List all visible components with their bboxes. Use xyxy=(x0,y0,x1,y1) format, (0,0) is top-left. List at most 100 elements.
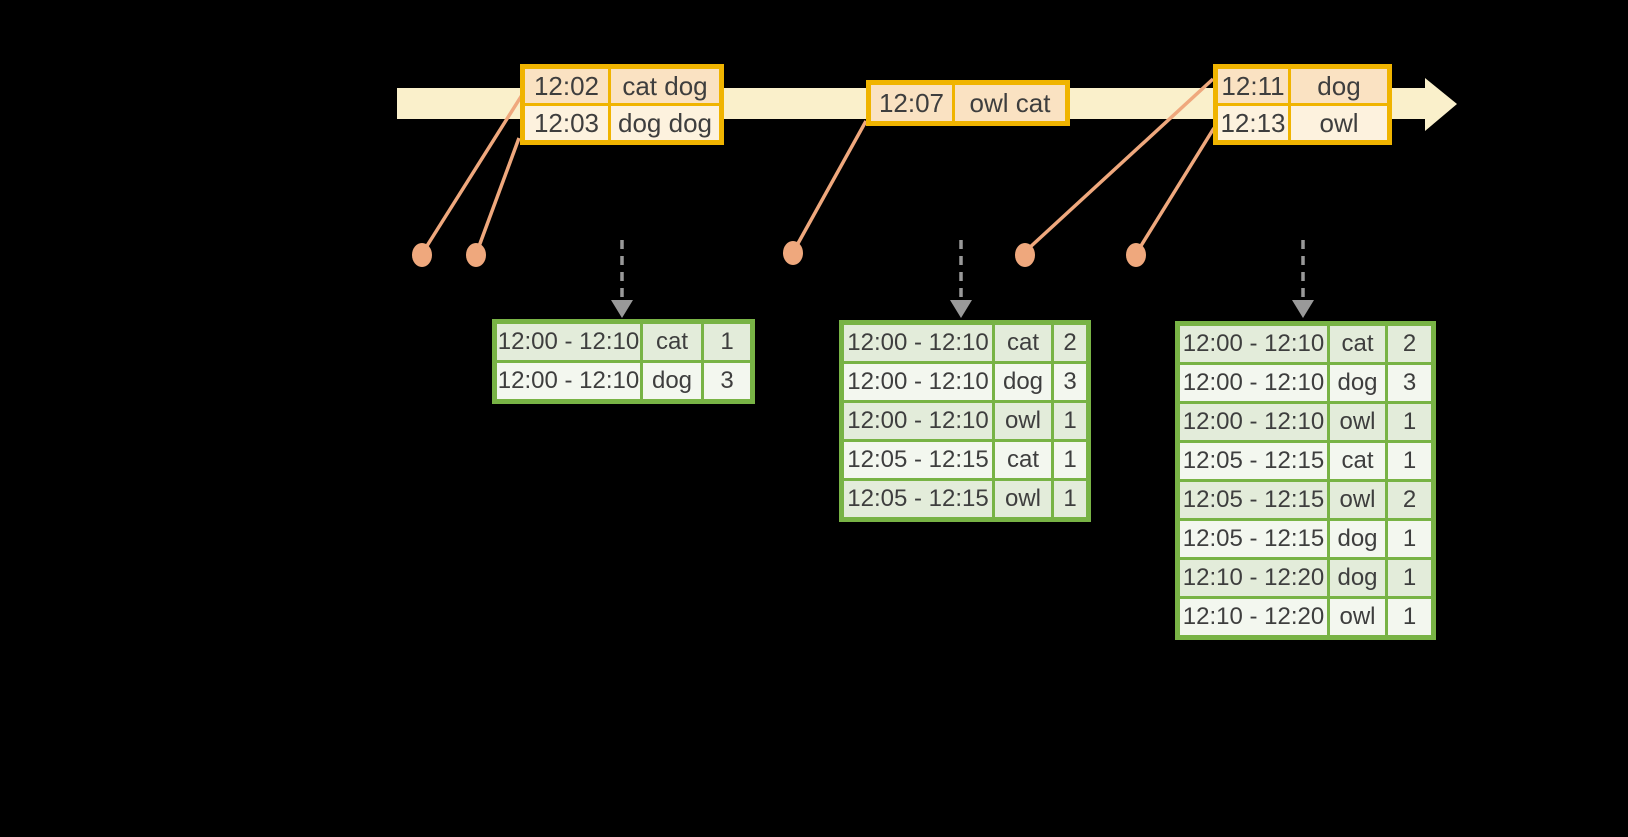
trigger-arrow-heads xyxy=(611,300,1314,318)
table-cell: 2 xyxy=(1388,482,1431,518)
event-marker-dots xyxy=(412,241,1146,267)
event-marker-dot xyxy=(1015,243,1035,267)
table-cell: cat xyxy=(995,442,1051,478)
event-connector-line xyxy=(1026,77,1215,251)
table-cell: 12:00 - 12:10 xyxy=(1180,326,1327,362)
table-cell: 12:00 - 12:10 xyxy=(497,324,640,360)
table-cell: owl xyxy=(995,481,1051,517)
table-cell: dog xyxy=(1291,69,1387,103)
table-cell: dog xyxy=(995,364,1051,400)
table-cell: owl xyxy=(995,403,1051,439)
table-cell: 12:05 - 12:15 xyxy=(1180,521,1327,557)
table-cell: 3 xyxy=(1054,364,1086,400)
table-cell: 12:10 - 12:20 xyxy=(1180,560,1327,596)
table-cell: dog xyxy=(643,363,701,399)
table-cell: dog xyxy=(1330,365,1385,401)
event-marker-dot xyxy=(783,241,803,265)
table-cell: 1 xyxy=(1054,442,1086,478)
table-cell: owl cat xyxy=(955,85,1065,121)
trigger-arrow-head-icon xyxy=(1292,300,1314,318)
table-cell: 12:02 xyxy=(525,69,608,103)
table-cell: 12:05 - 12:15 xyxy=(844,481,992,517)
table-cell: 2 xyxy=(1054,325,1086,361)
timeline-arrow-head-icon xyxy=(1425,78,1457,131)
table-cell: 12:05 - 12:15 xyxy=(844,442,992,478)
table-cell: 12:00 - 12:10 xyxy=(844,364,992,400)
event-marker-dot xyxy=(1126,243,1146,267)
table-cell: 1 xyxy=(1388,599,1431,635)
table-cell: cat dog xyxy=(611,69,719,103)
trigger-arrow-head-icon xyxy=(611,300,633,318)
table-cell: dog xyxy=(1330,560,1385,596)
table-cell: 12:05 - 12:15 xyxy=(1180,443,1327,479)
table-cell: 12:07 xyxy=(871,85,952,121)
trigger-arrow-shafts xyxy=(620,240,1305,301)
table-cell: 3 xyxy=(1388,365,1431,401)
table-cell: 3 xyxy=(704,363,750,399)
event-connector-lines xyxy=(423,77,1216,251)
trigger-arrow-head-icon xyxy=(950,300,972,318)
table-cell: owl xyxy=(1330,482,1385,518)
table-cell: cat xyxy=(643,324,701,360)
table-cell: 1 xyxy=(1388,404,1431,440)
table-cell: cat xyxy=(1330,326,1385,362)
table-cell: 1 xyxy=(1388,560,1431,596)
table-cell: 12:13 xyxy=(1218,106,1288,140)
table-cell: 1 xyxy=(1054,481,1086,517)
table-cell: 12:10 - 12:20 xyxy=(1180,599,1327,635)
table-cell: dog xyxy=(1330,521,1385,557)
table-cell: 1 xyxy=(1388,521,1431,557)
event-connector-line xyxy=(1137,127,1216,250)
event-marker-dot xyxy=(412,243,432,267)
table-cell: 12:00 - 12:10 xyxy=(497,363,640,399)
table-cell: 2 xyxy=(1388,326,1431,362)
table-cell: 1 xyxy=(1054,403,1086,439)
table-cell: cat xyxy=(1330,443,1385,479)
table-cell: 12:00 - 12:10 xyxy=(844,403,992,439)
event-connector-line xyxy=(794,120,868,248)
event-connector-line xyxy=(476,137,521,250)
event-connector-line xyxy=(423,94,524,250)
table-cell: 1 xyxy=(1388,443,1431,479)
table-cell: 12:03 xyxy=(525,106,608,140)
event-marker-dot xyxy=(466,243,486,267)
table-cell: owl xyxy=(1330,599,1385,635)
table-cell: 12:11 xyxy=(1218,69,1288,103)
table-cell: 12:05 - 12:15 xyxy=(1180,482,1327,518)
table-cell: cat xyxy=(995,325,1051,361)
table-cell: 12:00 - 12:10 xyxy=(1180,365,1327,401)
table-cell: owl xyxy=(1330,404,1385,440)
table-cell: 12:00 - 12:10 xyxy=(844,325,992,361)
table-cell: owl xyxy=(1291,106,1387,140)
table-cell: 1 xyxy=(704,324,750,360)
table-cell: dog dog xyxy=(611,106,719,140)
